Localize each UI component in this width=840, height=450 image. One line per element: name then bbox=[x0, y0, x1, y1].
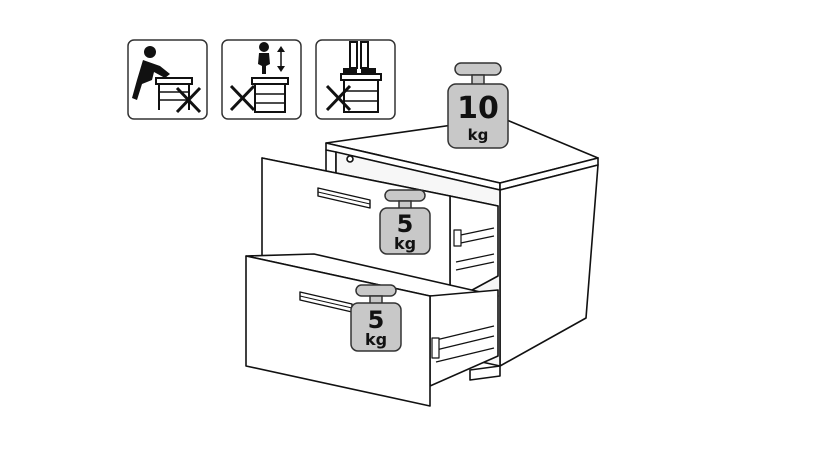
warning-icon-no-standing bbox=[315, 39, 396, 120]
weight-badge-upper-drawer: 5 kg bbox=[379, 189, 431, 255]
weight-lower-drawer-value: 5 bbox=[368, 306, 385, 334]
person-stepping-crossed-icon bbox=[229, 42, 289, 113]
nightstand bbox=[245, 117, 599, 407]
weight-badge-lower-drawer: 5 kg bbox=[350, 284, 402, 352]
person-sitting-crossed-icon bbox=[132, 46, 202, 114]
weight-upper-drawer-unit: kg bbox=[394, 234, 416, 253]
feet-standing-crossed-icon bbox=[325, 41, 382, 113]
weight-top-value: 10 bbox=[457, 91, 499, 126]
weight-badge-top: 10 kg bbox=[447, 62, 509, 149]
cabinet-right-side bbox=[499, 164, 599, 367]
weight-top-unit: kg bbox=[468, 126, 489, 144]
warning-icon-no-sitting bbox=[127, 39, 208, 120]
weight-upper-drawer-value: 5 bbox=[397, 210, 414, 238]
weight-lower-drawer-unit: kg bbox=[365, 330, 387, 349]
warning-icon-no-stepping bbox=[221, 39, 302, 120]
cabinet-base bbox=[469, 365, 501, 381]
